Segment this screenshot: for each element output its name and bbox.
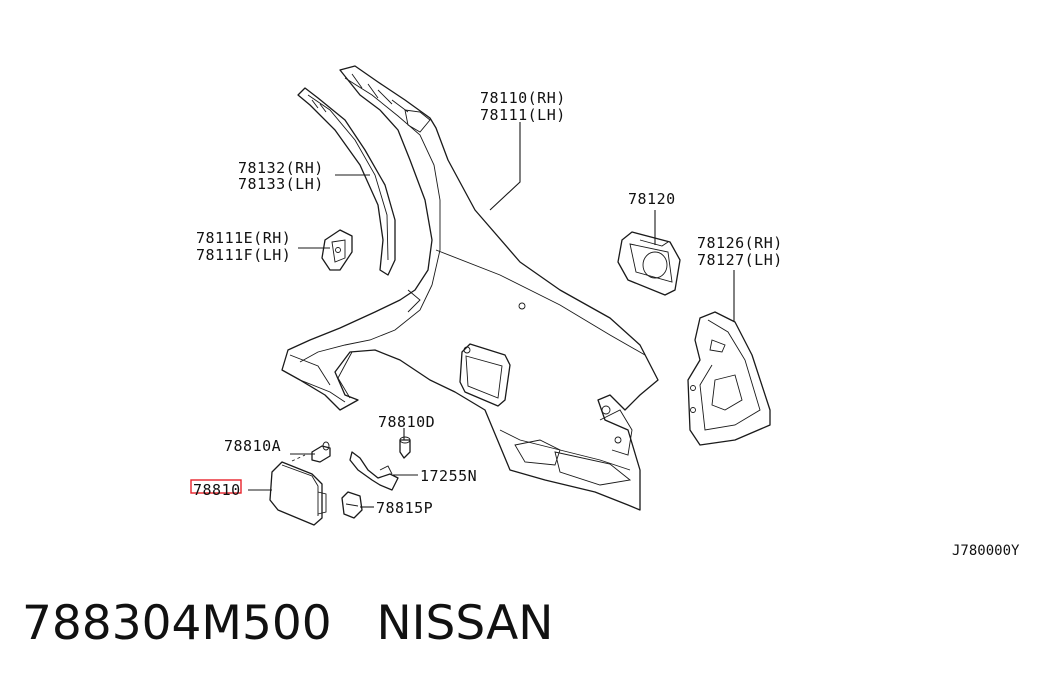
hose-clamp-17255n [349,451,399,491]
label-78810a: 78810A [224,437,281,455]
label-78815p: 78815P [376,499,433,517]
label-78810d: 78810D [378,413,435,431]
leader-lines [248,122,735,508]
label-78127: 78127(LH) [697,251,783,269]
label-78111f: 78111F(LH) [196,246,291,264]
bracket-78111e [321,229,353,271]
part-number: 788304M500 [22,596,332,651]
rubber-bumper-78810d [399,436,411,459]
label-78111: 78111(LH) [480,106,566,124]
label-78126: 78126(RH) [697,234,783,252]
rear-extension-78126 [687,311,771,446]
fuel-filler-base-78120 [617,231,681,296]
label-78810: 78810 [193,481,241,499]
page-caption: 788304M500 NISSAN [22,596,553,651]
label-78110: 78110(RH) [480,89,566,107]
brand-name: NISSAN [376,596,554,651]
clip-78815p [341,491,363,519]
highlight-box [190,479,242,494]
part-labels: 78110(RH) 78111(LH) 78132(RH) 78133(LH) … [193,89,783,517]
label-78111e: 78111E(RH) [196,229,291,247]
label-78133: 78133(LH) [238,175,324,193]
rear-quarter-panel [281,65,659,511]
fuel-door-78810 [269,454,327,526]
label-17255n: 17255N [420,467,477,485]
label-78120: 78120 [628,190,676,208]
label-78132: 78132(RH) [238,159,324,177]
diagram-code: J780000Y [952,543,1020,559]
bumper-78810a [311,441,331,463]
inner-wheelhouse-panel [297,87,396,276]
